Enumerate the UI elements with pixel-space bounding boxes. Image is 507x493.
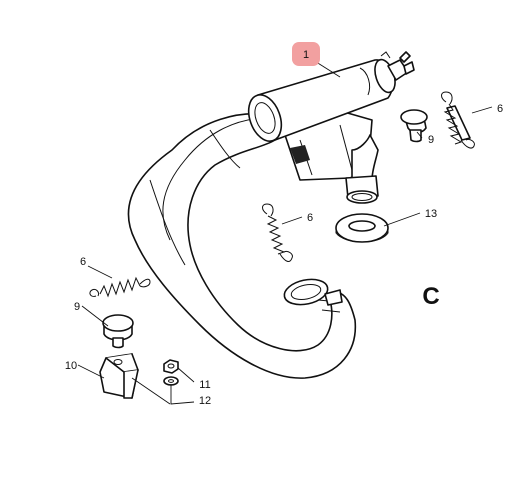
exhaust-pipe	[127, 112, 357, 379]
callout-1-highlight	[292, 42, 320, 66]
spring-middle	[262, 203, 293, 262]
spring-top-right	[441, 91, 475, 149]
callout-12[interactable]: 12	[199, 395, 211, 407]
callout-13[interactable]: 13	[425, 208, 437, 220]
rubber-mount-top	[400, 109, 428, 143]
section-letter: C	[422, 283, 439, 310]
callout-1[interactable]: 1	[303, 49, 309, 61]
callout-10[interactable]: 10	[65, 360, 77, 372]
lock-washer	[163, 376, 179, 386]
callout-11[interactable]: 11	[199, 379, 210, 391]
spring-left	[89, 276, 151, 298]
silencer	[247, 51, 415, 204]
rubber-mount-left	[102, 314, 134, 349]
nut	[163, 359, 179, 374]
callout-9-top[interactable]: 9	[428, 134, 434, 146]
callout-9-left[interactable]: 9	[74, 301, 80, 313]
callout-6-left[interactable]: 6	[80, 256, 86, 268]
callout-6-top-right[interactable]: 6	[497, 103, 503, 115]
washer	[335, 213, 389, 243]
bracket	[99, 353, 139, 399]
callout-6-middle[interactable]: 6	[307, 212, 313, 224]
